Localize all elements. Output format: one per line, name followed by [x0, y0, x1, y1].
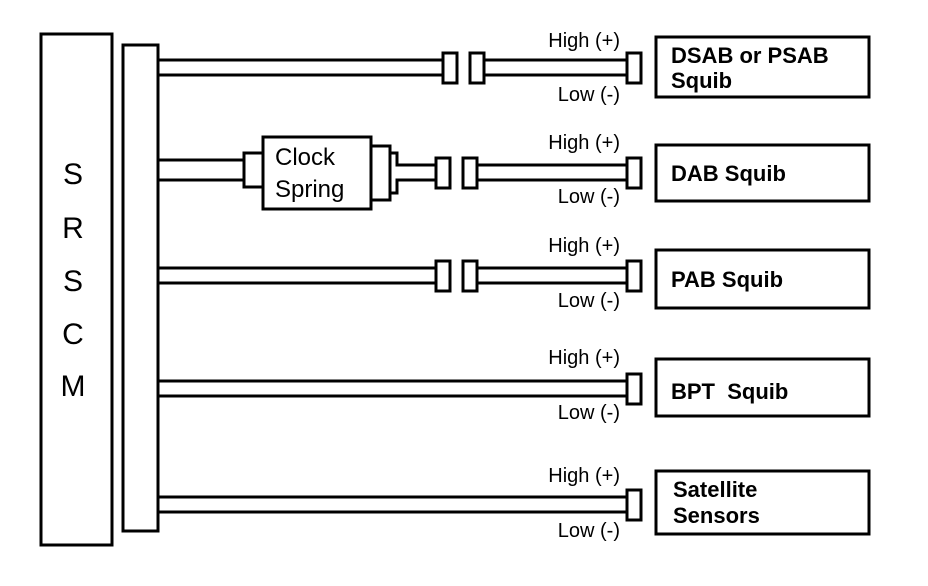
circuit-1-connector-right — [468, 51, 486, 85]
circuit-2-high-wire-jog — [390, 151, 436, 167]
circuit-3-device-name: PAB Squib — [671, 267, 783, 292]
circuit-1-connector-left — [441, 51, 459, 85]
circuit-2-device-box — [654, 143, 871, 203]
circuit-5-low-label: Low (-) — [558, 520, 620, 542]
circuit-1: High (+) Low (-) DSAB or PSAB Squib — [158, 30, 871, 106]
circuit-2-device-connector — [625, 156, 643, 190]
clock-spring-label-line2: Spring — [275, 176, 344, 203]
clock-spring-left-tab — [242, 151, 265, 189]
circuit-1-high-label: High (+) — [548, 30, 620, 52]
circuit-3-connector-left — [434, 259, 452, 293]
circuit-3-connector-right — [461, 259, 479, 293]
clock-spring: Clock Spring — [261, 135, 373, 211]
circuit-3-device-connector — [625, 259, 643, 293]
circuit-4: High (+) Low (-) BPT Squib — [158, 347, 871, 424]
circuit-2-low-label: Low (-) — [558, 186, 620, 208]
circuit-3-low-label: Low (-) — [558, 290, 620, 312]
circuit-2-device-name: DAB Squib — [671, 161, 786, 186]
circuit-5-high-label: High (+) — [548, 465, 620, 487]
circuit-2-connector-left — [434, 156, 452, 190]
circuit-1-device-name-line1: DSAB or PSAB — [671, 43, 829, 68]
srscm-letter-1: S — [63, 158, 83, 191]
circuit-1-low-label: Low (-) — [558, 84, 620, 106]
circuit-2-low-wire-jog — [390, 178, 436, 195]
circuit-3-high-label: High (+) — [548, 235, 620, 257]
circuit-2-connector-right — [461, 156, 479, 190]
circuit-5-device-connector — [625, 488, 643, 522]
circuit-5-device-name-line2: Sensors — [673, 503, 760, 528]
circuit-3-device-box — [654, 248, 871, 310]
terminal-strip — [121, 43, 160, 533]
srscm-letter-3: S — [63, 265, 83, 298]
circuit-4-high-label: High (+) — [548, 347, 620, 369]
circuit-4-low-label: Low (-) — [558, 402, 620, 424]
circuit-4-device-name: BPT Squib — [671, 379, 788, 404]
circuit-4-device-box — [654, 357, 871, 418]
circuit-1-device-box — [654, 35, 871, 99]
circuit-1-device-name-line2: Squib — [671, 68, 732, 93]
circuit-2-high-label: High (+) — [548, 132, 620, 154]
circuit-3: High (+) Low (-) PAB Squib — [158, 235, 871, 312]
srscm-letter-5: M — [61, 370, 86, 403]
circuit-1-device-connector — [625, 51, 643, 85]
circuit-4-device-connector — [625, 372, 643, 406]
circuit-5-device-name-line1: Satellite — [673, 477, 757, 502]
clock-spring-label-line1: Clock — [275, 144, 336, 171]
srscm-module: S R S C M — [39, 32, 114, 547]
circuit-5: High (+) Low (-) Satellite Sensors — [158, 465, 871, 542]
clock-spring-right-tab — [369, 144, 392, 202]
circuit-2: Clock Spring High (+) Low (-) DAB Squib — [158, 132, 871, 211]
srscm-outer-box — [39, 32, 114, 547]
srscm-letter-4: C — [62, 318, 84, 351]
srscm-letter-2: R — [62, 212, 84, 245]
circuit-5-device-box — [654, 469, 871, 536]
